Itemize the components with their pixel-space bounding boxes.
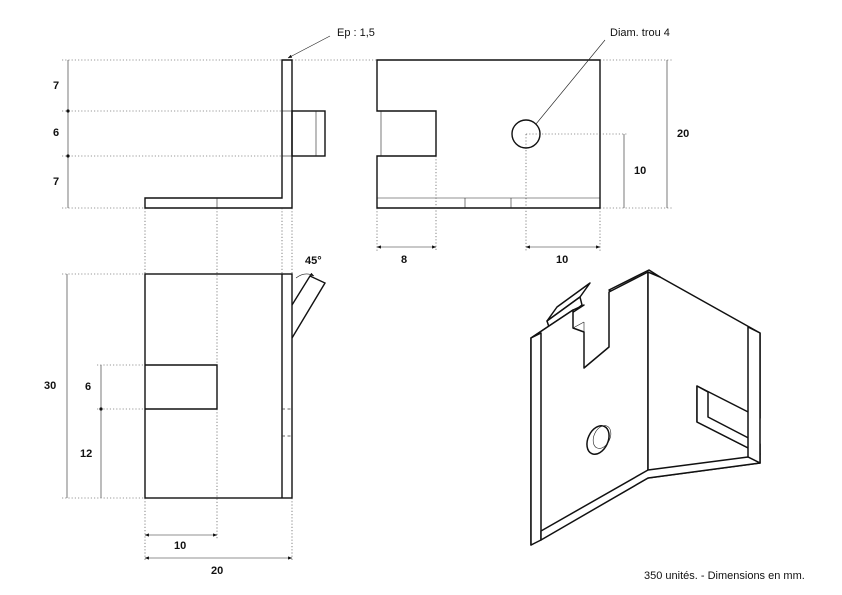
- side-dimensions: 20 10 8 10: [292, 59, 689, 266]
- dim-side-hole-offset: 10: [556, 254, 568, 266]
- dim-front-bottom: 7: [53, 176, 59, 188]
- footer-note: 350 unités. - Dimensions en mm.: [644, 570, 805, 582]
- dim-plan-slot-offset: 12: [80, 448, 92, 460]
- hole-callout: Diam. trou 4: [535, 27, 670, 125]
- dim-side-height: 20: [677, 128, 689, 140]
- projection-lines: [144, 208, 293, 365]
- angle-label: 45°: [305, 255, 322, 267]
- dim-plan-width: 20: [211, 565, 223, 577]
- hole-note: Diam. trou 4: [610, 27, 670, 39]
- dim-side-hole-height: 10: [634, 165, 646, 177]
- isometric-view: [530, 269, 761, 546]
- plan-view: 45°: [144, 255, 326, 499]
- plan-dimensions: 30 6 12 10 20: [44, 273, 293, 577]
- dim-plan-slot: 6: [85, 381, 91, 393]
- front-view: [144, 59, 326, 209]
- dim-front-top: 7: [53, 80, 59, 92]
- side-view: [376, 59, 601, 209]
- dim-front-slot: 6: [53, 127, 59, 139]
- dim-plan-depth: 30: [44, 380, 56, 392]
- thickness-callout: Ep : 1,5: [287, 27, 375, 59]
- front-dimensions: 7 6 7: [53, 59, 282, 209]
- dim-plan-slot-length: 10: [174, 540, 186, 552]
- dim-side-slot-width: 8: [401, 254, 407, 266]
- thickness-note: Ep : 1,5: [337, 27, 375, 39]
